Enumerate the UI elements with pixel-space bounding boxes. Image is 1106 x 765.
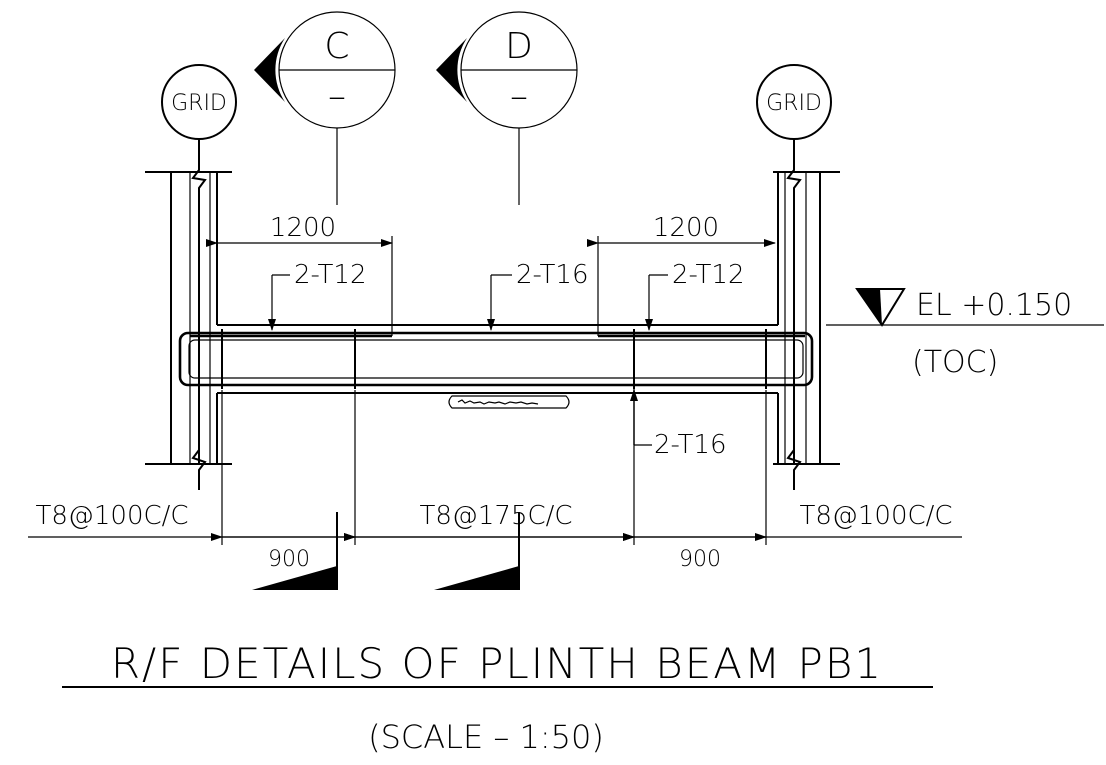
rebar-label-top-right: 2-T12 [645, 260, 745, 331]
dim-900-right: 900 [679, 547, 721, 572]
dimension-top-left: 1200 [206, 213, 393, 336]
grid-bubble-left[interactable]: GRID [161, 64, 237, 160]
grid-bubble-right[interactable]: GRID [756, 64, 832, 160]
rebar-label-bottom: 2-T16 [630, 388, 727, 460]
column-right [773, 156, 840, 490]
stirrup-spacing-middle: T8@175C/C [419, 501, 572, 531]
grid-label-right: GRID [766, 91, 822, 116]
rebar-2t16-top: 2-T16 [516, 260, 589, 290]
bottom-dimension-line [28, 390, 962, 545]
rebar-label-top-mid: 2-T16 [487, 260, 589, 331]
section-sheet-d: – [510, 76, 528, 117]
section-sheet-c: – [328, 76, 346, 117]
drawing-title: R/F DETAILS OF PLINTH BEAM PB1 [111, 639, 883, 688]
section-letter-c: C [324, 26, 349, 67]
section-marker-c[interactable]: C – [254, 11, 396, 205]
column-left [145, 156, 232, 490]
dim-900-left: 900 [268, 547, 310, 572]
elevation-marker: EL +0.150 (TOC) [826, 288, 1104, 380]
dimension-top-right: 1200 [587, 213, 776, 336]
dim-1200-left: 1200 [270, 213, 336, 243]
drawing-title-block: R/F DETAILS OF PLINTH BEAM PB1 (SCALE – … [62, 639, 933, 756]
elevation-value: EL +0.150 [916, 288, 1072, 323]
rebar-2t12-right: 2-T12 [672, 260, 745, 290]
section-cut-d [434, 512, 520, 590]
stirrup-spacing-right: T8@100C/C [799, 501, 952, 531]
section-cut-c [252, 512, 338, 590]
plinth-beam [178, 324, 814, 409]
section-letter-d: D [505, 26, 533, 67]
drawing-scale: (SCALE – 1:50) [368, 718, 604, 756]
section-marker-d[interactable]: D – [436, 11, 578, 205]
grid-label-left: GRID [171, 91, 227, 116]
elevation-note: (TOC) [912, 345, 998, 380]
rebar-2t16-bottom: 2-T16 [654, 430, 727, 460]
rebar-2t12-left: 2-T12 [294, 260, 367, 290]
stirrup-spacing-left: T8@100C/C [35, 501, 188, 531]
dim-1200-right: 1200 [653, 213, 719, 243]
rebar-label-top-left: 2-T12 [268, 260, 367, 331]
